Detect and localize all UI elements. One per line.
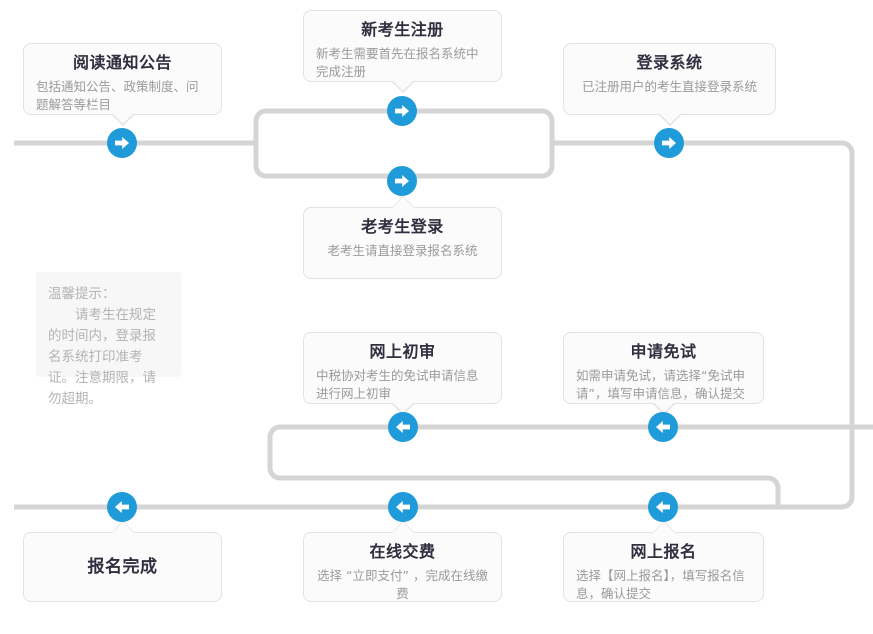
card-description: 选择【网上报名】，填写报名信息，确认提交 <box>576 568 745 601</box>
arrow-left-icon-6[interactable] <box>648 412 678 442</box>
bubble-pointer-down-icon <box>657 113 682 126</box>
arrow-right-icon-1[interactable] <box>107 128 137 158</box>
tips-body: 请考生在规定的时间内，登录报名系统打印准考证。注意期限，请勿超期。 <box>48 307 156 407</box>
arrow-left-icon-8[interactable] <box>388 492 418 522</box>
card-title: 报名完成 <box>87 556 158 577</box>
card-title: 网上报名 <box>630 542 697 561</box>
card-description: 如需申请免试，请选择“免试申请”，填写申请信息，确认提交 <box>576 368 745 401</box>
card-title: 登录系统 <box>636 53 703 72</box>
bubble-pointer-up-icon <box>651 521 676 533</box>
card-online-registration[interactable]: 网上报名 选择【网上报名】，填写报名信息，确认提交 <box>563 521 764 602</box>
card-apply-exemption[interactable]: 申请免试 如需申请免试，请选择“免试申请”，填写申请信息，确认提交 <box>563 332 764 415</box>
line-middle-return <box>267 424 873 507</box>
card-description: 新考生需要首先在报名系统中完成注册 <box>316 46 479 79</box>
bubble-pointer-down-icon <box>110 113 135 126</box>
card-old-candidate-login[interactable]: 老考生登录 老考生请直接登录报名系统 <box>303 196 502 279</box>
card-description: 已注册用户的考生直接登录系统 <box>581 79 757 94</box>
card-title: 在线交费 <box>369 542 436 561</box>
card-title: 老考生登录 <box>361 217 444 236</box>
arrow-left-icon-9[interactable] <box>648 492 678 522</box>
card-description: 选择 “立即支付” ，完成在线缴费 <box>317 568 488 601</box>
arrow-left-icon-7[interactable] <box>107 492 137 522</box>
bubble-pointer-down-icon <box>390 402 415 415</box>
bubble-pointer-up-icon <box>390 521 415 533</box>
tips-box: 温馨提示： 请考生在规定的时间内，登录报名系统打印准考证。注意期限，请勿超期。 <box>36 272 181 407</box>
bubble-pointer-down-icon <box>390 80 415 93</box>
card-read-notice[interactable]: 阅读通知公告 包括通知公告、政策制度、问题解答等栏目 <box>23 43 222 126</box>
arrow-left-icon-5[interactable] <box>388 412 418 442</box>
arrow-right-icon-2[interactable] <box>387 96 417 126</box>
card-title: 新考生注册 <box>361 20 444 39</box>
card-title: 网上初审 <box>369 342 436 361</box>
arrow-right-icon-4[interactable] <box>654 128 684 158</box>
card-description: 老考生请直接登录报名系统 <box>327 243 478 258</box>
arrow-right-icon-3[interactable] <box>387 166 417 196</box>
card-registration-complete[interactable]: 报名完成 <box>23 521 222 602</box>
bubble-pointer-up-icon <box>390 196 415 208</box>
card-description: 中税协对考生的免试申请信息进行网上初审 <box>316 368 479 401</box>
bubble-pointer-up-icon <box>110 521 135 533</box>
card-title: 阅读通知公告 <box>72 53 172 72</box>
card-online-first-review[interactable]: 网上初审 中税协对考生的免试申请信息进行网上初审 <box>303 332 502 415</box>
card-login-system[interactable]: 登录系统 已注册用户的考生直接登录系统 <box>563 43 776 126</box>
card-new-candidate-register[interactable]: 新考生注册 新考生需要首先在报名系统中完成注册 <box>303 10 502 93</box>
line-right-to-bottom <box>14 424 855 510</box>
card-online-payment[interactable]: 在线交费 选择 “立即支付” ，完成在线缴费 <box>303 521 502 602</box>
card-title: 申请免试 <box>630 342 697 361</box>
card-description: 包括通知公告、政策制度、问题解答等栏目 <box>36 79 199 112</box>
tips-heading: 温馨提示： <box>48 286 116 302</box>
